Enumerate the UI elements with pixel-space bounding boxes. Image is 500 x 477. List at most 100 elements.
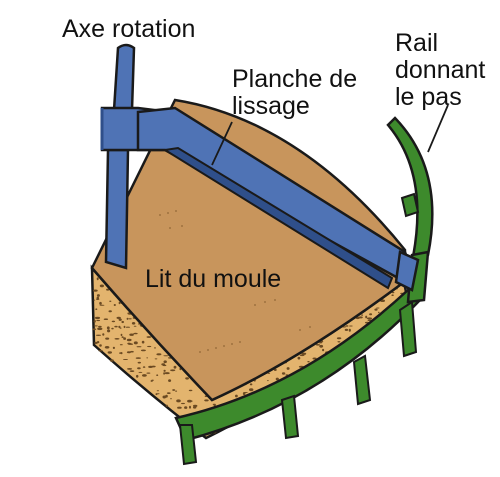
sand-speckle <box>96 294 100 297</box>
sand-speckle <box>114 338 120 340</box>
rail-post-2 <box>280 394 300 440</box>
sand-speckle <box>99 304 105 306</box>
board-blade <box>162 146 394 290</box>
sand-speckle <box>92 289 98 292</box>
sand-speckle <box>130 350 134 353</box>
sand-speckle <box>129 333 134 336</box>
label-mould-bed: Lit du moule <box>145 266 281 293</box>
rail-post-3 <box>352 354 372 406</box>
sand-speckle <box>322 348 325 352</box>
sand-speckle <box>118 318 122 321</box>
label-bed-text: Lit du moule <box>145 265 282 293</box>
sand-speckle <box>108 310 112 313</box>
sand-speckle <box>156 390 160 392</box>
sand-speckle <box>163 369 166 372</box>
sand-speckle <box>376 307 380 309</box>
sand-speckle <box>96 319 101 322</box>
sand-speckle <box>344 328 349 331</box>
sand-speckle <box>176 399 181 403</box>
sand-speckle <box>315 344 320 346</box>
sand-speckle <box>162 395 167 399</box>
sand-speckle <box>361 314 363 316</box>
label-rail-line-1: Rail <box>395 29 439 57</box>
sand-speckle <box>181 402 185 405</box>
sand-speckle <box>93 299 96 301</box>
sand-speckle <box>166 392 171 394</box>
sand-speckle <box>135 357 141 359</box>
sand-speckle <box>146 372 151 374</box>
sand-speckle <box>374 308 378 311</box>
sand-speckle <box>165 404 168 407</box>
rail-post-5 <box>400 192 420 218</box>
sand-speckle <box>97 327 103 331</box>
sand-speckle <box>378 311 380 314</box>
leader-rail <box>427 104 449 153</box>
sand-speckle <box>123 337 126 340</box>
sand-speckle <box>119 327 122 329</box>
sand-speckle <box>369 313 373 316</box>
sand-speckle <box>146 336 152 338</box>
sand-speckle <box>281 372 286 375</box>
sand-speckle <box>118 325 121 329</box>
sand-speckle <box>127 368 133 370</box>
sand-speckle <box>164 372 170 375</box>
label-rail-line-2: donnant <box>395 56 486 84</box>
sand-speckle <box>297 356 301 360</box>
sand-speckle <box>125 326 130 328</box>
sand-speckle <box>365 315 368 319</box>
sand-speckle <box>102 333 105 336</box>
sand-speckle <box>121 336 124 338</box>
sand-speckle <box>168 379 172 382</box>
smoothing-board <box>136 106 420 292</box>
sand-speckle <box>286 367 290 370</box>
sand-speckle <box>148 365 153 368</box>
label-smoothing-board: Planche de lissage <box>232 66 357 120</box>
sand-speckle <box>119 344 123 346</box>
sand-speckle <box>123 359 128 360</box>
sand-speckle <box>113 304 116 306</box>
axis-shaft <box>112 43 136 112</box>
sand-speckle <box>94 316 101 320</box>
sand-speckle <box>92 328 97 331</box>
sand-speckle <box>93 319 96 323</box>
sand-speckle <box>121 320 124 324</box>
sand-speckle <box>312 357 317 360</box>
sand-speckle <box>128 318 132 320</box>
sand-speckle <box>249 383 253 386</box>
sand-speckle <box>99 301 102 305</box>
sand-speckle <box>109 359 114 362</box>
sand-speckle <box>193 404 198 408</box>
sand-speckle <box>95 308 98 311</box>
sand-speckle <box>105 337 110 340</box>
label-board-line-2: lissage <box>232 92 310 120</box>
sand-speckle <box>103 318 109 321</box>
sand-speckle <box>154 358 158 360</box>
sand-speckle <box>170 369 176 372</box>
sand-speckle <box>96 277 99 281</box>
sand-speckle <box>154 347 156 349</box>
sand-speckle <box>146 357 149 359</box>
sand-speckle <box>319 344 324 348</box>
sand-speckle <box>275 377 279 381</box>
sand-speckle <box>106 288 110 291</box>
sand-speckle <box>170 398 172 400</box>
sand-speckle <box>142 366 146 368</box>
sand-speckle <box>104 346 110 349</box>
leader-board <box>211 121 233 166</box>
sand-speckle <box>114 325 118 328</box>
sand-speckle <box>187 399 192 403</box>
sand-speckle <box>184 406 188 409</box>
sand-speckle <box>249 388 254 392</box>
sand-speckle <box>118 301 121 305</box>
sand-speckle <box>111 327 114 330</box>
sand-speckle <box>107 329 111 333</box>
sand-speckle <box>99 284 104 288</box>
mould-bed-top <box>90 98 407 402</box>
sand-speckle <box>141 340 145 344</box>
sand-speckle <box>366 317 373 320</box>
sand-speckle <box>126 317 129 320</box>
sand-speckle <box>129 370 135 372</box>
sand-speckle <box>120 333 123 337</box>
